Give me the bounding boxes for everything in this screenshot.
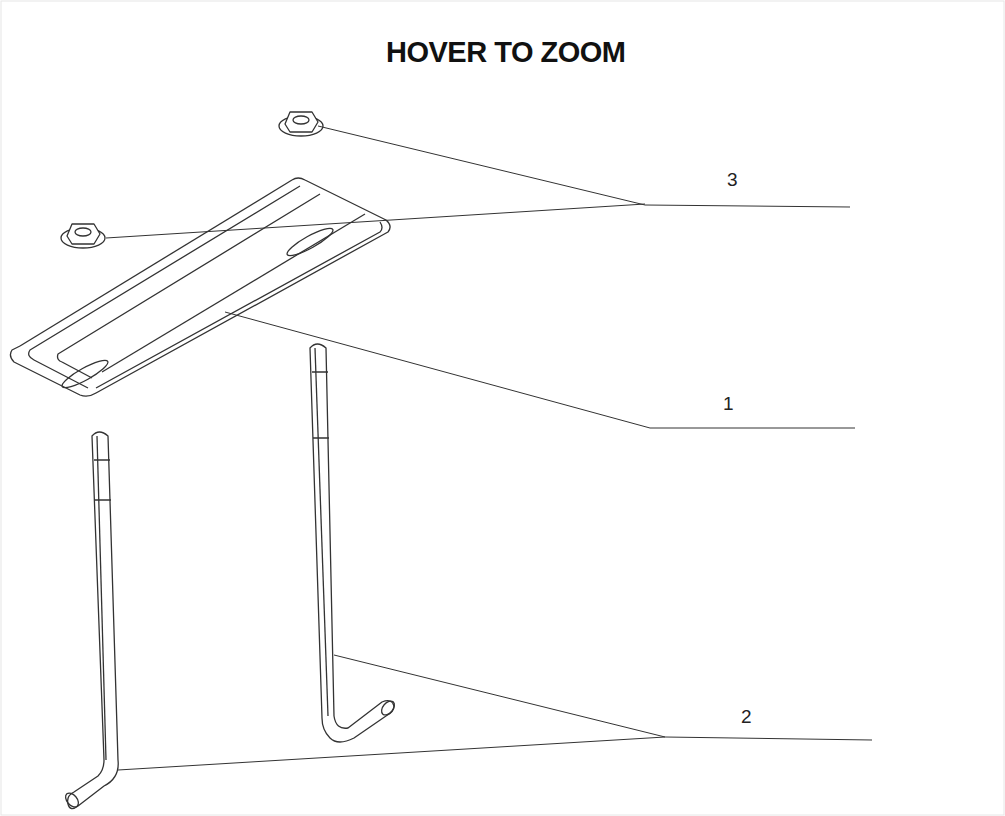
callout-number: 2: [741, 706, 752, 728]
callout-number: 1: [723, 393, 734, 415]
page-title: HOVER TO ZOOM: [386, 36, 625, 69]
callout-number: 3: [727, 169, 738, 191]
